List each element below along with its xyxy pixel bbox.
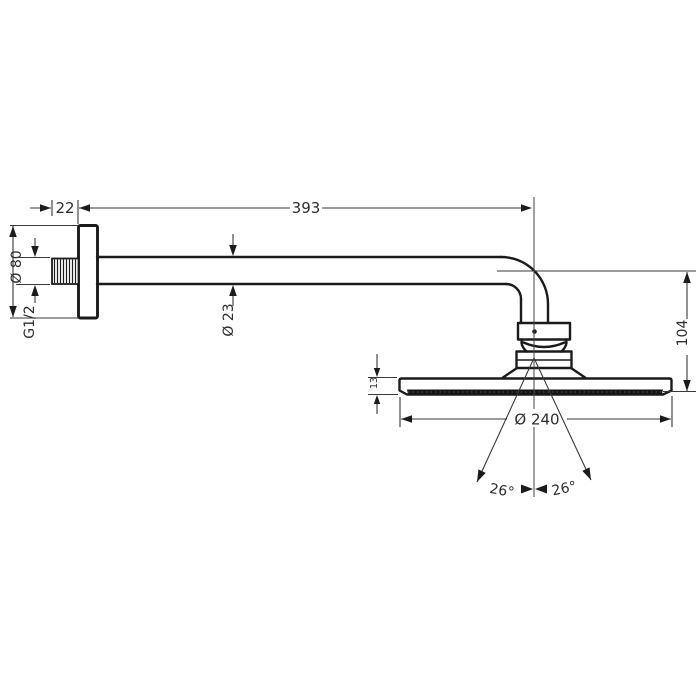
shower-arm-assembly bbox=[51, 224, 673, 396]
arrowhead bbox=[40, 204, 51, 212]
dimension-thread-size-g12: G1/2 bbox=[16, 238, 50, 339]
dim-label-arm-length: 393 bbox=[292, 199, 321, 217]
arm-elbow-inner-curve bbox=[504, 282, 523, 301]
dimension-arm-length-393: 393 bbox=[79, 199, 532, 217]
ball-joint-arc bbox=[522, 341, 566, 349]
dim-label-head-thickness: 13 bbox=[369, 377, 380, 389]
arrowhead bbox=[229, 285, 237, 296]
label-mask bbox=[371, 380, 382, 392]
centerline-arrow-right bbox=[535, 484, 547, 494]
arrowhead bbox=[582, 467, 591, 480]
arrowhead bbox=[660, 415, 671, 423]
dim-label-arm-diameter: Ø 23 bbox=[221, 303, 237, 336]
dimension-head-thickness-13: 13 bbox=[368, 354, 398, 414]
dim-label-thread-length: 22 bbox=[55, 199, 74, 217]
head-mount-flare bbox=[501, 366, 587, 379]
arrowhead bbox=[373, 368, 381, 377]
label-mask bbox=[679, 319, 694, 355]
arrowhead bbox=[31, 285, 39, 296]
dimension-head-diameter-240: Ø 240 bbox=[399, 396, 673, 429]
spray-cone-lines bbox=[476, 357, 592, 483]
dim-label-spray-angle-left: 26° bbox=[488, 481, 515, 501]
dim-label-head-diameter: Ø 240 bbox=[514, 411, 559, 429]
dim-label-drop-height: 104 bbox=[675, 320, 691, 347]
drop-tube bbox=[519, 297, 550, 325]
dimension-drop-height-104: 104 bbox=[497, 270, 696, 393]
arrowhead bbox=[9, 306, 17, 317]
arrowhead bbox=[9, 226, 17, 237]
shower-head-plate bbox=[398, 377, 673, 396]
arrowhead bbox=[477, 469, 486, 482]
dim-label-flange-diameter: Ø 80 bbox=[9, 250, 25, 283]
label-mask bbox=[507, 409, 567, 427]
arrowhead bbox=[401, 415, 412, 423]
arrowhead bbox=[521, 204, 532, 212]
dimension-arm-diameter-23: Ø 23 bbox=[221, 234, 237, 337]
dimension-annotations: 22 393 Ø 80 G1/2 Ø 23 bbox=[9, 199, 696, 501]
thread-hatching bbox=[53, 259, 77, 283]
arrowhead bbox=[373, 395, 381, 404]
shower-head-spray-face bbox=[407, 389, 663, 394]
arrowhead bbox=[683, 380, 691, 391]
dim-label-thread-size: G1/2 bbox=[22, 305, 38, 338]
arrowhead bbox=[229, 245, 237, 256]
arrowhead bbox=[31, 246, 39, 257]
arrowhead bbox=[79, 204, 90, 212]
connector-nut bbox=[516, 321, 572, 341]
thread-connector bbox=[51, 257, 80, 285]
dim-label-spray-angle-right: 26° bbox=[550, 479, 578, 500]
centerline-arrow-left bbox=[521, 484, 533, 494]
dimension-spray-angle: 26° 26° bbox=[476, 357, 592, 501]
dimension-flange-diameter-80: Ø 80 bbox=[9, 224, 78, 319]
arrowhead bbox=[683, 272, 691, 283]
dimension-thread-length-22: 22 bbox=[30, 199, 79, 224]
